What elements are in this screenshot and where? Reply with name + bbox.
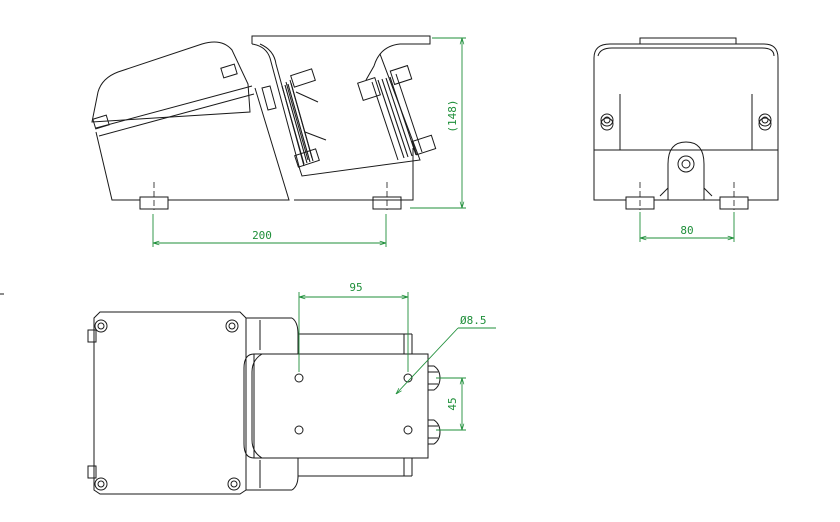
dimension-label-hole-diameter: Ø8.5: [460, 314, 487, 327]
top-hole-4: [403, 425, 413, 435]
dimension-hole-spacing: 45: [436, 377, 466, 431]
front-foot-left: [625, 182, 655, 210]
top-bracket: [243, 332, 429, 478]
dimension-label-side-length: 200: [252, 229, 272, 242]
side-foot-left: [139, 182, 169, 210]
dimension-side-height: (148): [410, 37, 466, 209]
front-screw-right: [758, 113, 772, 131]
side-bolt-stack-left: [281, 68, 327, 168]
top-screw-2: [225, 319, 239, 333]
front-view: 80: [593, 37, 779, 242]
side-enclosure: [91, 41, 290, 201]
top-hole-3: [294, 425, 304, 435]
dimension-top-spacing: 95: [298, 281, 409, 372]
front-screw-left: [600, 113, 614, 131]
top-screw-4: [227, 477, 241, 491]
dimension-label-hole-spacing: 45: [446, 397, 459, 410]
dimension-hole-diameter: Ø8.5: [396, 314, 496, 394]
top-view: 95 Ø8.5 45: [87, 281, 496, 495]
top-enclosure: [87, 311, 299, 495]
front-lug: [659, 141, 713, 200]
side-bolt-stack-right: [357, 64, 437, 161]
top-hole-1: [294, 373, 304, 383]
top-bolt-head-lower: [428, 419, 441, 445]
top-screw-3: [94, 477, 108, 491]
front-top-plate: [639, 37, 737, 45]
side-bracket: [251, 35, 431, 201]
dimension-side-length: 200: [152, 214, 387, 247]
dimension-label-front-width: 80: [680, 224, 693, 237]
front-housing: [593, 43, 779, 201]
dimension-front-width: 80: [639, 212, 735, 242]
front-foot-right: [719, 182, 749, 210]
top-hole-2: [403, 373, 413, 383]
top-screw-1: [94, 319, 108, 333]
dimension-label-side-height: (148): [446, 99, 459, 132]
dimension-label-top-spacing: 95: [349, 281, 362, 294]
side-view: 200 (148): [91, 35, 466, 247]
side-foot-right: [372, 182, 402, 210]
